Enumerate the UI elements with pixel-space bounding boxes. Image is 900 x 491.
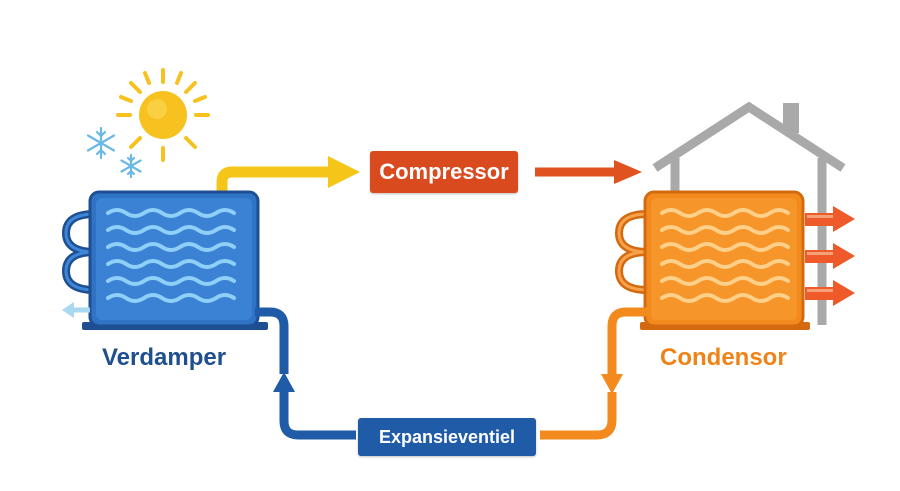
- liquid-flow-arrow: [601, 374, 623, 394]
- sun-icon: [116, 68, 210, 162]
- evaporator-label: Verdamper: [102, 344, 227, 371]
- evaporator-unit: [61, 190, 268, 330]
- compressor-label: Compressor: [370, 151, 518, 193]
- snowflake-icon: [86, 126, 142, 179]
- expansion-valve-label: Expansieventiel: [358, 418, 536, 456]
- return-flow-arrow: [273, 372, 295, 392]
- return-pipe: [255, 307, 356, 440]
- condenser-unit: [614, 190, 810, 330]
- condenser-label: Condensor: [660, 344, 787, 371]
- liquid-pipe: [540, 307, 648, 440]
- hot-gas-pipe: [535, 160, 642, 184]
- suction-pipe: [216, 156, 360, 192]
- cold-arrow-icon: [62, 302, 90, 318]
